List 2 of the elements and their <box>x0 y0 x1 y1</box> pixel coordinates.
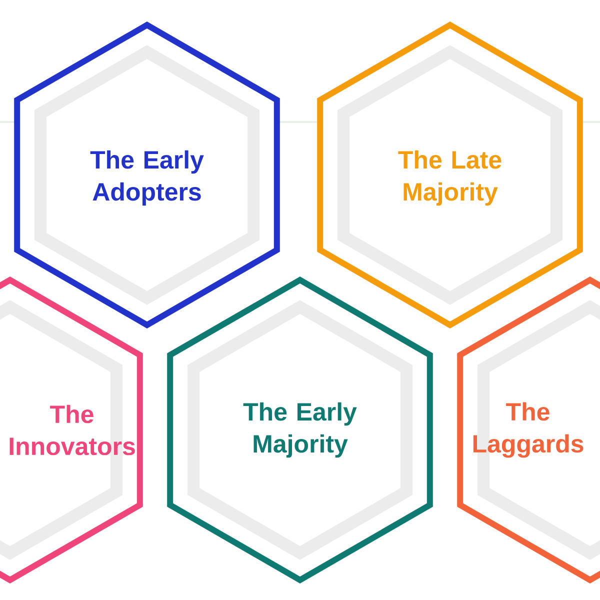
node-label: The Early Adopters <box>90 150 204 206</box>
node-label: The Late Majority <box>398 150 502 206</box>
